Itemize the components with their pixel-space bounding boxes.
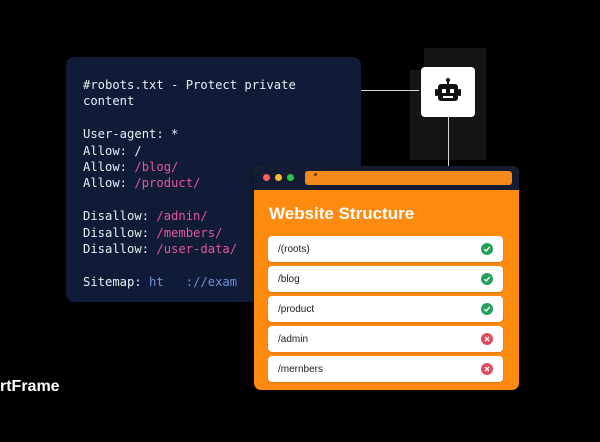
window-minimize-dot [275, 174, 282, 181]
site-path-row: /mernbers [268, 356, 503, 382]
connector-code-to-robot [361, 90, 419, 91]
address-bar [305, 171, 512, 185]
check-icon [481, 273, 493, 285]
code-path-token: /blog/ [134, 159, 179, 174]
website-structure-title: Website Structure [269, 204, 415, 223]
site-path-row: /product [268, 296, 503, 322]
brand-wordmark: rtFrame [0, 378, 60, 395]
site-path-row: /admin [268, 326, 503, 352]
code-line: Allow: /blog/ [83, 159, 361, 175]
code-line: Disallow: /adnin/ [83, 208, 361, 224]
code-line: Sitemap: ht ://exam [83, 274, 361, 290]
site-path-label: /(roots) [278, 244, 310, 255]
tower-notch [410, 48, 424, 70]
code-text-token: Disallow: [83, 241, 157, 256]
code-line: Disallow: /members/ [83, 225, 361, 241]
code-line: content [83, 93, 361, 109]
cross-icon [481, 333, 493, 345]
code-line: User-agent: * [83, 126, 361, 142]
code-text-token: Disallow: [83, 209, 157, 224]
code-text-token: Disallow: [83, 225, 157, 240]
browser-title-bar [254, 166, 519, 190]
site-path-label: /product [278, 304, 315, 315]
robot-icon [435, 78, 461, 101]
code-line: Allow: / [83, 143, 361, 159]
cross-icon [481, 363, 493, 375]
site-path-label: /admin [278, 334, 309, 345]
code-text-token: Allow: [83, 159, 135, 174]
code-path-token: /user-data/ [156, 241, 238, 256]
code-path-token: /product/ [134, 176, 201, 191]
website-browser-window: Website Structure /(roots)/blog/product/… [254, 166, 519, 390]
code-blank-line [83, 110, 361, 126]
check-icon [481, 303, 493, 315]
code-text-token: content [83, 94, 135, 109]
code-text-token: User-agent: * [83, 127, 179, 142]
code-line: Allow: /product/ [83, 175, 361, 191]
connector-robot-to-site [448, 115, 449, 170]
window-maximize-dot [287, 174, 294, 181]
code-text-token: Sitemap: [83, 274, 150, 289]
code-path-token: ht ://exam [149, 274, 238, 289]
site-path-row: /blog [268, 266, 503, 292]
website-structure-list: /(roots) /blog/product/admin/mernbers [268, 236, 503, 386]
code-path-token: /adnin/ [156, 209, 208, 224]
check-icon [481, 243, 493, 255]
code-text-token: Allow: / [83, 143, 142, 158]
robot-icon-box [421, 67, 475, 117]
window-close-dot [263, 174, 270, 181]
address-bar-mark [314, 173, 317, 176]
code-text-token: #robots.txt - Protect private [83, 78, 296, 92]
site-path-label: /mernbers [278, 364, 324, 375]
code-line: Disallow: /user-data/ [83, 241, 361, 257]
site-path-row: /(roots) [268, 236, 503, 262]
site-path-label: /blog [278, 274, 300, 285]
code-line: #robots.txt - Protect private [83, 77, 361, 93]
code-path-token: /members/ [156, 225, 223, 240]
code-text-token: Allow: [83, 176, 135, 191]
